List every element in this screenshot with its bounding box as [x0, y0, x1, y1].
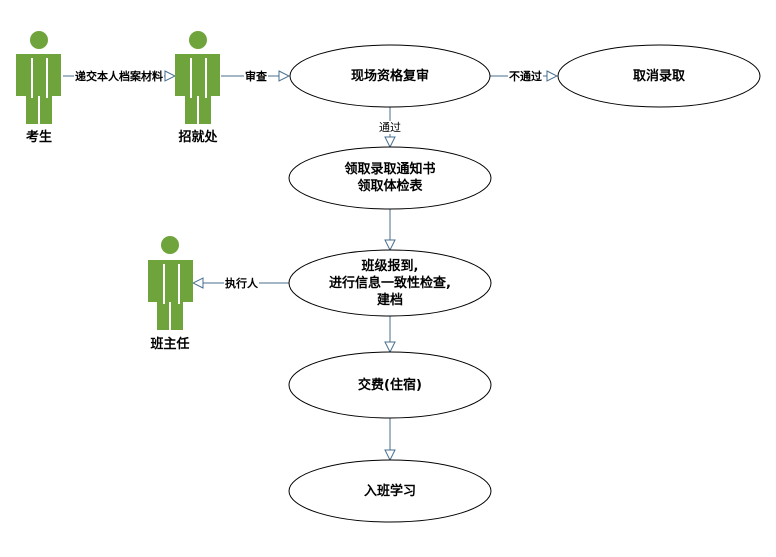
node-cancel-admission-label: 取消录取 — [632, 68, 685, 84]
node-class-report-line3: 建档 — [376, 292, 403, 308]
node-onsite-review-text: 现场资格复审 — [290, 45, 490, 107]
node-enter-class-label: 入班学习 — [363, 483, 416, 499]
node-get-notice-line1: 领取录取通知书 — [344, 162, 436, 177]
actor-student-icon[interactable] — [16, 31, 61, 124]
node-class-report-line1: 班级报到, — [361, 258, 419, 274]
node-class-report-line2: 进行信息一致性检查, — [329, 275, 451, 291]
node-enter-class-text: 入班学习 — [289, 460, 491, 522]
node-class-report[interactable] — [288, 249, 492, 317]
node-enter-class[interactable] — [288, 459, 492, 523]
actor-head-teacher-label: 班主任 — [150, 337, 190, 352]
process-nodes — [288, 44, 761, 523]
actor-student-label: 考生 — [25, 130, 52, 145]
node-cancel-admission[interactable] — [557, 44, 761, 108]
node-get-notice-line2: 领取体检表 — [357, 179, 423, 194]
edge-label-pass: 通过 — [378, 121, 402, 134]
actor-admissions-label: 招就处 — [178, 130, 218, 145]
node-pay-fee[interactable] — [288, 351, 492, 419]
node-onsite-review[interactable] — [289, 44, 491, 108]
actor-admissions-icon[interactable] — [175, 31, 220, 124]
node-onsite-review-label: 现场资格复审 — [350, 68, 429, 84]
actor-head-teacher-icon[interactable] — [148, 236, 193, 330]
edge-label-submit-files: 递交本人档案材料 — [74, 70, 164, 83]
node-class-report-text: 班级报到, 进行信息一致性检查, 建档 — [289, 250, 491, 316]
node-get-notice-text: 领取录取通知书 领取体检表 — [289, 147, 491, 209]
edge-label-review: 审查 — [244, 70, 268, 83]
node-get-notice[interactable] — [288, 146, 492, 210]
edge-label-executor: 执行人 — [224, 277, 259, 290]
node-pay-fee-text: 交费(住宿) — [289, 352, 491, 418]
node-pay-fee-label: 交费(住宿) — [358, 377, 422, 393]
edge-label-not-pass: 不通过 — [508, 70, 543, 83]
node-cancel-admission-text: 取消录取 — [558, 45, 760, 107]
